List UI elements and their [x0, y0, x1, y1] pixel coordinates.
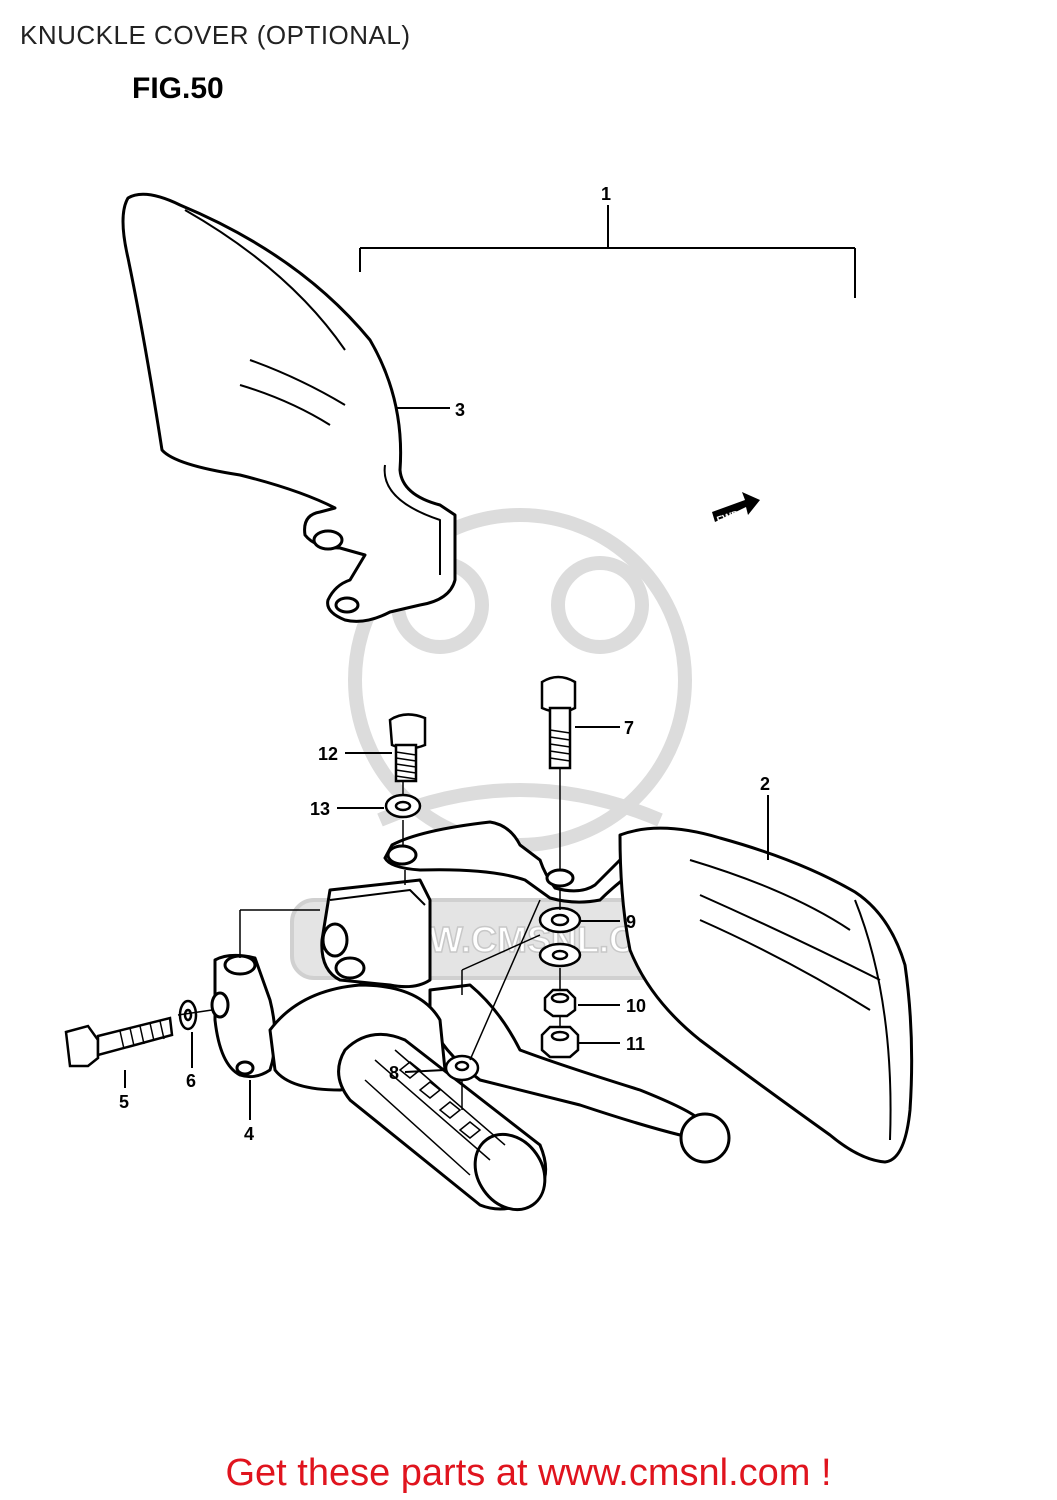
guide-lines: [177, 768, 561, 1110]
footer-banner[interactable]: Get these parts at www.cmsnl.com !: [0, 1452, 1057, 1495]
knuckle-cover-right: [618, 826, 914, 1164]
callout-3: 3: [455, 400, 465, 420]
handlebar-grip: [337, 1032, 548, 1212]
callout-12: 12: [318, 744, 338, 764]
collar-8: [444, 1054, 480, 1082]
callout-9: 9: [626, 912, 636, 932]
fwd-arrow-icon: FWD: [712, 492, 760, 526]
page-title: KNUCKLE COVER (OPTIONAL): [20, 20, 411, 50]
callout-4: 4: [244, 1124, 254, 1144]
callout-2: 2: [760, 774, 770, 794]
callout-7: 7: [624, 718, 634, 738]
nut-11: [540, 1025, 580, 1059]
parts-diagram: WWW.CMSNL.COM FWD: [64, 184, 914, 1212]
washer-13: [384, 793, 422, 819]
callout-10: 10: [626, 996, 646, 1016]
bolt-5: [64, 1016, 174, 1068]
figure-label: FIG.50: [132, 72, 224, 105]
lever-assembly: [210, 878, 731, 1164]
footer-link[interactable]: Get these parts at www.cmsnl.com !: [225, 1452, 832, 1494]
callout-8: 8: [389, 1063, 399, 1083]
callout-13: 13: [310, 799, 330, 819]
knuckle-cover-left: [121, 192, 457, 623]
bolt-7: [540, 675, 577, 770]
nut-10: [543, 988, 577, 1018]
callout-1: 1: [601, 184, 611, 204]
callout-5: 5: [119, 1092, 129, 1112]
callout-11: 11: [626, 1034, 645, 1054]
assembly-bracket: [359, 205, 856, 298]
callout-6: 6: [186, 1071, 196, 1091]
bolt-12: [388, 713, 427, 783]
leader-lines: [124, 407, 769, 1120]
